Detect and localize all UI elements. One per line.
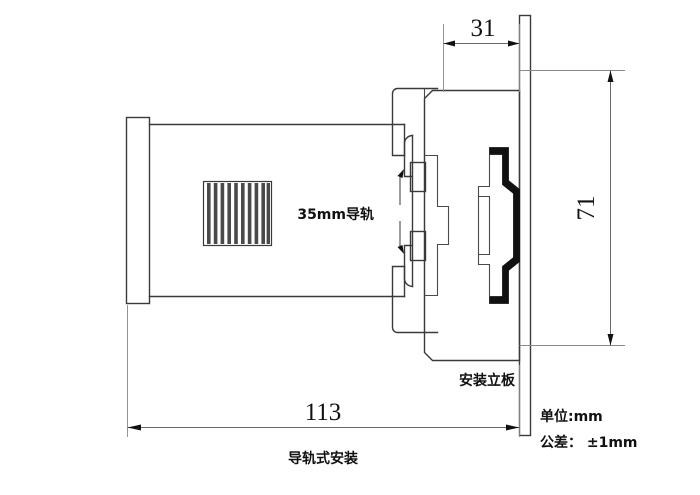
drawing-title-label: 导轨式安装: [288, 450, 359, 467]
dimension-31: 31: [443, 15, 520, 92]
clip-slot-upper: [409, 161, 427, 193]
note-unit-label: 单位:mm: [540, 408, 603, 425]
drawing-title: 导轨式安装: [288, 450, 359, 467]
callout-35mm-rail-label: 35mm导轨: [297, 206, 374, 223]
dimension-71: 71: [519, 70, 625, 346]
front-bezel: [125, 116, 151, 305]
dimension-31-label: 31: [471, 15, 496, 42]
ventilation-grille: [202, 180, 273, 247]
mounting-panel-plate: [518, 14, 532, 437]
dimension-113: 113: [127, 305, 520, 437]
notes-block: 单位:mm 公差： ±1mm: [540, 408, 638, 451]
callout-mounting-panel: 安装立板: [459, 372, 516, 389]
note-tolerance-label: 公差： ±1mm: [540, 434, 638, 451]
dimension-71-label: 71: [573, 196, 600, 221]
callout-mounting-panel-label: 安装立板: [459, 372, 516, 389]
din-rail-profile: [477, 147, 520, 304]
rear-housing-block: [423, 89, 521, 362]
clip-slot-lower: [409, 230, 427, 262]
callout-35mm-rail: 35mm导轨: [297, 169, 404, 254]
housing-body-outline: [148, 123, 406, 298]
dimension-113-label: 113: [305, 399, 342, 426]
